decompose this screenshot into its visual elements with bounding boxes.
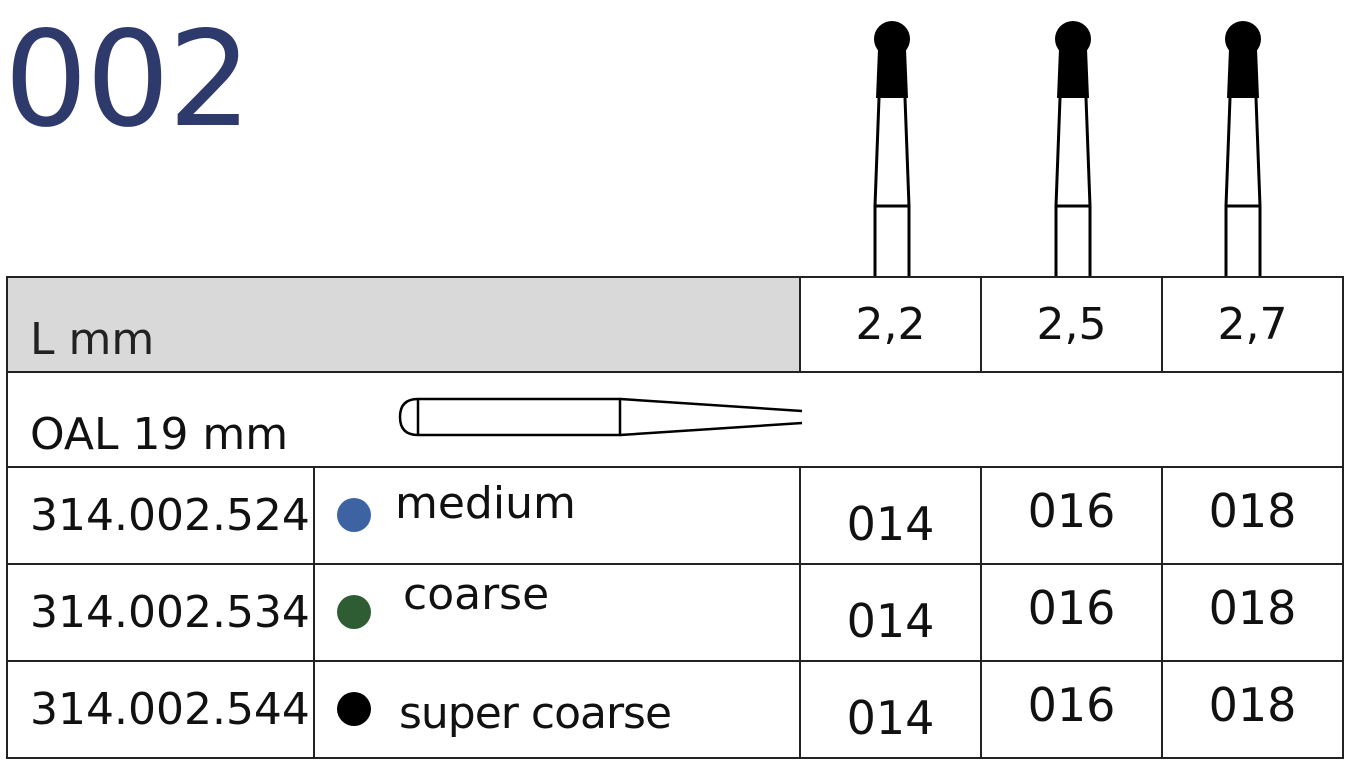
table-row: 314.002.534 coarse 014 016 018 <box>6 563 1344 662</box>
grit-dot <box>337 595 371 629</box>
size-code: 018 <box>1161 660 1344 759</box>
round-bur-icon <box>1054 21 1092 276</box>
oal-row: OAL 19 mm <box>6 371 1344 468</box>
size-code: 014 <box>799 466 982 565</box>
size-code: 014 <box>799 563 982 662</box>
shank-icon <box>398 397 803 437</box>
oal-label: OAL 19 mm <box>30 409 289 460</box>
grit-dot <box>337 692 371 726</box>
length-label: L mm <box>30 314 155 365</box>
round-bur-icon <box>873 21 911 276</box>
grit-cell: medium <box>313 466 801 565</box>
oal-cell: OAL 19 mm <box>6 371 1344 468</box>
grit-label: coarse <box>403 569 550 620</box>
length-value: 2,2 <box>799 276 982 373</box>
round-bur-icon <box>1224 21 1262 276</box>
grit-dot <box>337 498 371 532</box>
length-row: L mm 2,2 2,5 2,7 <box>6 276 1344 373</box>
grit-cell: super coarse <box>313 660 801 759</box>
article-number: 314.002.524 <box>6 466 315 565</box>
model-number: 002 <box>4 3 252 157</box>
size-code: 014 <box>799 660 982 759</box>
article-number: 314.002.544 <box>6 660 315 759</box>
spec-table: L mm 2,2 2,5 2,7 OAL 19 mm 314.002.524 m… <box>6 276 1344 759</box>
size-code: 016 <box>980 660 1163 759</box>
grit-label: super coarse <box>399 688 672 739</box>
table-row: 314.002.524 medium 014 016 018 <box>6 466 1344 565</box>
size-code: 016 <box>980 563 1163 662</box>
grit-label: medium <box>395 478 576 529</box>
length-header-cell: L mm <box>6 276 801 373</box>
table-row: 314.002.544 super coarse 014 016 018 <box>6 660 1344 759</box>
size-code: 018 <box>1161 466 1344 565</box>
grit-cell: coarse <box>313 563 801 662</box>
size-code: 016 <box>980 466 1163 565</box>
length-value: 2,5 <box>980 276 1163 373</box>
size-code: 018 <box>1161 563 1344 662</box>
article-number: 314.002.534 <box>6 563 315 662</box>
length-value: 2,7 <box>1161 276 1344 373</box>
